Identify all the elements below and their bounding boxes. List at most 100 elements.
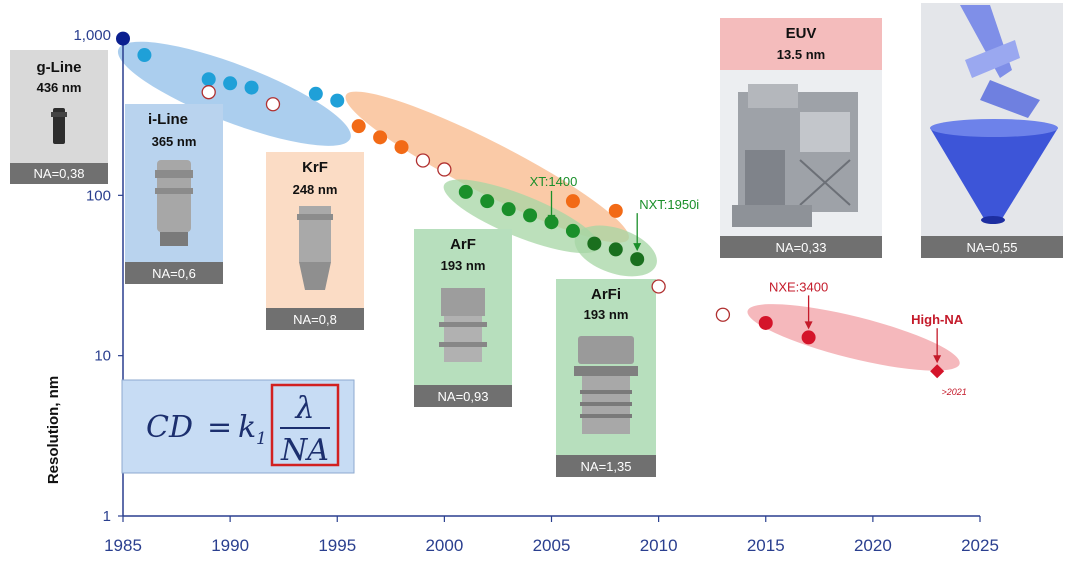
point-arf-5 <box>565 223 580 238</box>
card-euv-na: NA=0,33 <box>776 240 827 255</box>
annotation-nxt1950i: NXT:1950i <box>639 197 699 212</box>
annotation-high-na: High-NA <box>911 312 964 327</box>
lens-arfi-image <box>574 336 638 434</box>
lens-krf-image <box>297 206 333 290</box>
lens-arf-image <box>439 288 487 362</box>
lens-gline-image <box>51 108 67 144</box>
point-hollow-3 <box>437 162 452 177</box>
formula-equals: = <box>207 410 232 445</box>
annotation-xt1400: XT:1400 <box>530 174 578 189</box>
point-arfi-2 <box>630 252 645 267</box>
card-iline-na: NA=0,6 <box>152 266 196 281</box>
point-iline-4 <box>308 86 323 101</box>
y-tick-label-1: 1 <box>103 508 111 525</box>
point-hollow-1 <box>265 97 281 112</box>
formula-bg <box>121 379 355 474</box>
point-euv-0 <box>758 315 773 330</box>
point-krf-0 <box>351 119 366 134</box>
data-point-layer <box>116 31 945 379</box>
ellipse-krf <box>345 91 629 243</box>
point-hollow-2 <box>415 153 431 168</box>
formula-denominator: NA <box>280 433 329 468</box>
point-iline-1 <box>201 72 216 87</box>
card-arf-wavelength: 193 nm <box>441 258 486 273</box>
x-tick-label-1995: 1995 <box>318 536 356 555</box>
card-iline-wavelength: 365 nm <box>152 134 197 149</box>
annotation-xt1400-arrow-head <box>547 214 556 223</box>
annotation-high-na-arrow-head <box>933 355 942 364</box>
card-krf-na: NA=0,8 <box>293 312 337 327</box>
ellipse-euv <box>747 304 960 371</box>
x-tick-label-2020: 2020 <box>854 536 892 555</box>
point-arf-0 <box>458 184 473 199</box>
x-tick-label-2005: 2005 <box>533 536 571 555</box>
point-arfi-0 <box>587 236 602 251</box>
card-arf: ArF 193 nm NA=0,93 <box>414 229 512 407</box>
annotation-nxe3400: NXE:3400 <box>769 279 828 294</box>
x-tick-label-2000: 2000 <box>425 536 463 555</box>
card-gline-na: NA=0,38 <box>34 166 85 181</box>
x-tick-label-2015: 2015 <box>747 536 785 555</box>
point-iline-5 <box>330 93 345 108</box>
card-krf-title: KrF <box>302 159 328 176</box>
point-iline-3 <box>244 80 259 95</box>
card-euv-title: EUV <box>786 25 817 42</box>
point-iline-0 <box>137 48 152 63</box>
point-hollow-0 <box>201 85 216 100</box>
card-highna-na: NA=0,55 <box>967 240 1018 255</box>
card-arf-na: NA=0,93 <box>438 389 489 404</box>
euv-machine-image <box>732 84 858 227</box>
ellipse-iline <box>117 41 351 146</box>
formula-k-subscript: 1 <box>256 429 267 449</box>
high-na-optics-image <box>930 5 1058 224</box>
x-tick-label-2025: 2025 <box>961 536 999 555</box>
card-arfi: ArFi 193 nm NA=1,35 <box>556 279 656 477</box>
card-gline-na-bar <box>10 163 108 184</box>
card-euv: EUV 13.5 nm NA=0,33 <box>720 18 882 258</box>
point-hollow-4 <box>651 279 666 294</box>
annotation-gt2021: >2021 <box>942 387 967 397</box>
card-iline: i-Line 365 nm NA=0,6 <box>125 104 223 284</box>
card-arfi-wavelength: 193 nm <box>584 307 629 322</box>
card-highna-na-bar <box>921 236 1063 258</box>
y-tick-label-100: 100 <box>86 187 111 204</box>
x-tick-label-2010: 2010 <box>640 536 678 555</box>
point-gline-0 <box>116 31 130 46</box>
card-highna: NA=0,55 <box>921 3 1063 258</box>
card-arfi-na-bar <box>556 455 656 477</box>
formula-highlight-box <box>270 383 340 467</box>
card-arfi-title: ArFi <box>591 286 621 303</box>
card-gline: g-Line 436 nm NA=0,38 <box>10 50 108 184</box>
point-iline-2 <box>223 76 238 91</box>
x-tick-label-1985: 1985 <box>104 536 142 555</box>
card-gline-wavelength: 436 nm <box>37 80 82 95</box>
x-tick-label-1990: 1990 <box>211 536 249 555</box>
point-arf-1 <box>480 194 495 209</box>
point-krf-3 <box>565 194 580 209</box>
card-euv-na-bar <box>720 236 882 258</box>
point-euv-1 <box>801 330 816 345</box>
formula-numerator: λ <box>294 391 314 426</box>
annotation-nxt1950i-arrow-head <box>633 243 642 252</box>
point-arfi-1 <box>608 242 623 257</box>
point-hollow-5 <box>715 307 731 322</box>
point-krf-2 <box>394 140 409 155</box>
axis-ticks: 1985 1990 1995 2000 2005 2010 2015 2020 2025 1,00… <box>73 27 998 555</box>
card-euv-header <box>720 18 882 70</box>
formula-lhs: CD <box>146 410 193 445</box>
point-krf-4 <box>608 203 623 218</box>
formula-box: CD = k 1 λ NA <box>121 379 355 474</box>
y-tick-label-1000: 1,000 <box>73 27 111 44</box>
card-gline-title: g-Line <box>37 59 82 76</box>
card-arfi-na: NA=1,35 <box>581 459 632 474</box>
card-krf-na-bar <box>266 308 364 330</box>
card-euv-wavelength: 13.5 nm <box>777 47 825 62</box>
card-arf-title: ArF <box>450 236 476 253</box>
card-iline-title: i-Line <box>148 111 188 128</box>
point-krf-1 <box>373 130 388 145</box>
point-highna-0 <box>930 364 945 379</box>
y-axis-label: Resolution, nm <box>45 376 62 484</box>
